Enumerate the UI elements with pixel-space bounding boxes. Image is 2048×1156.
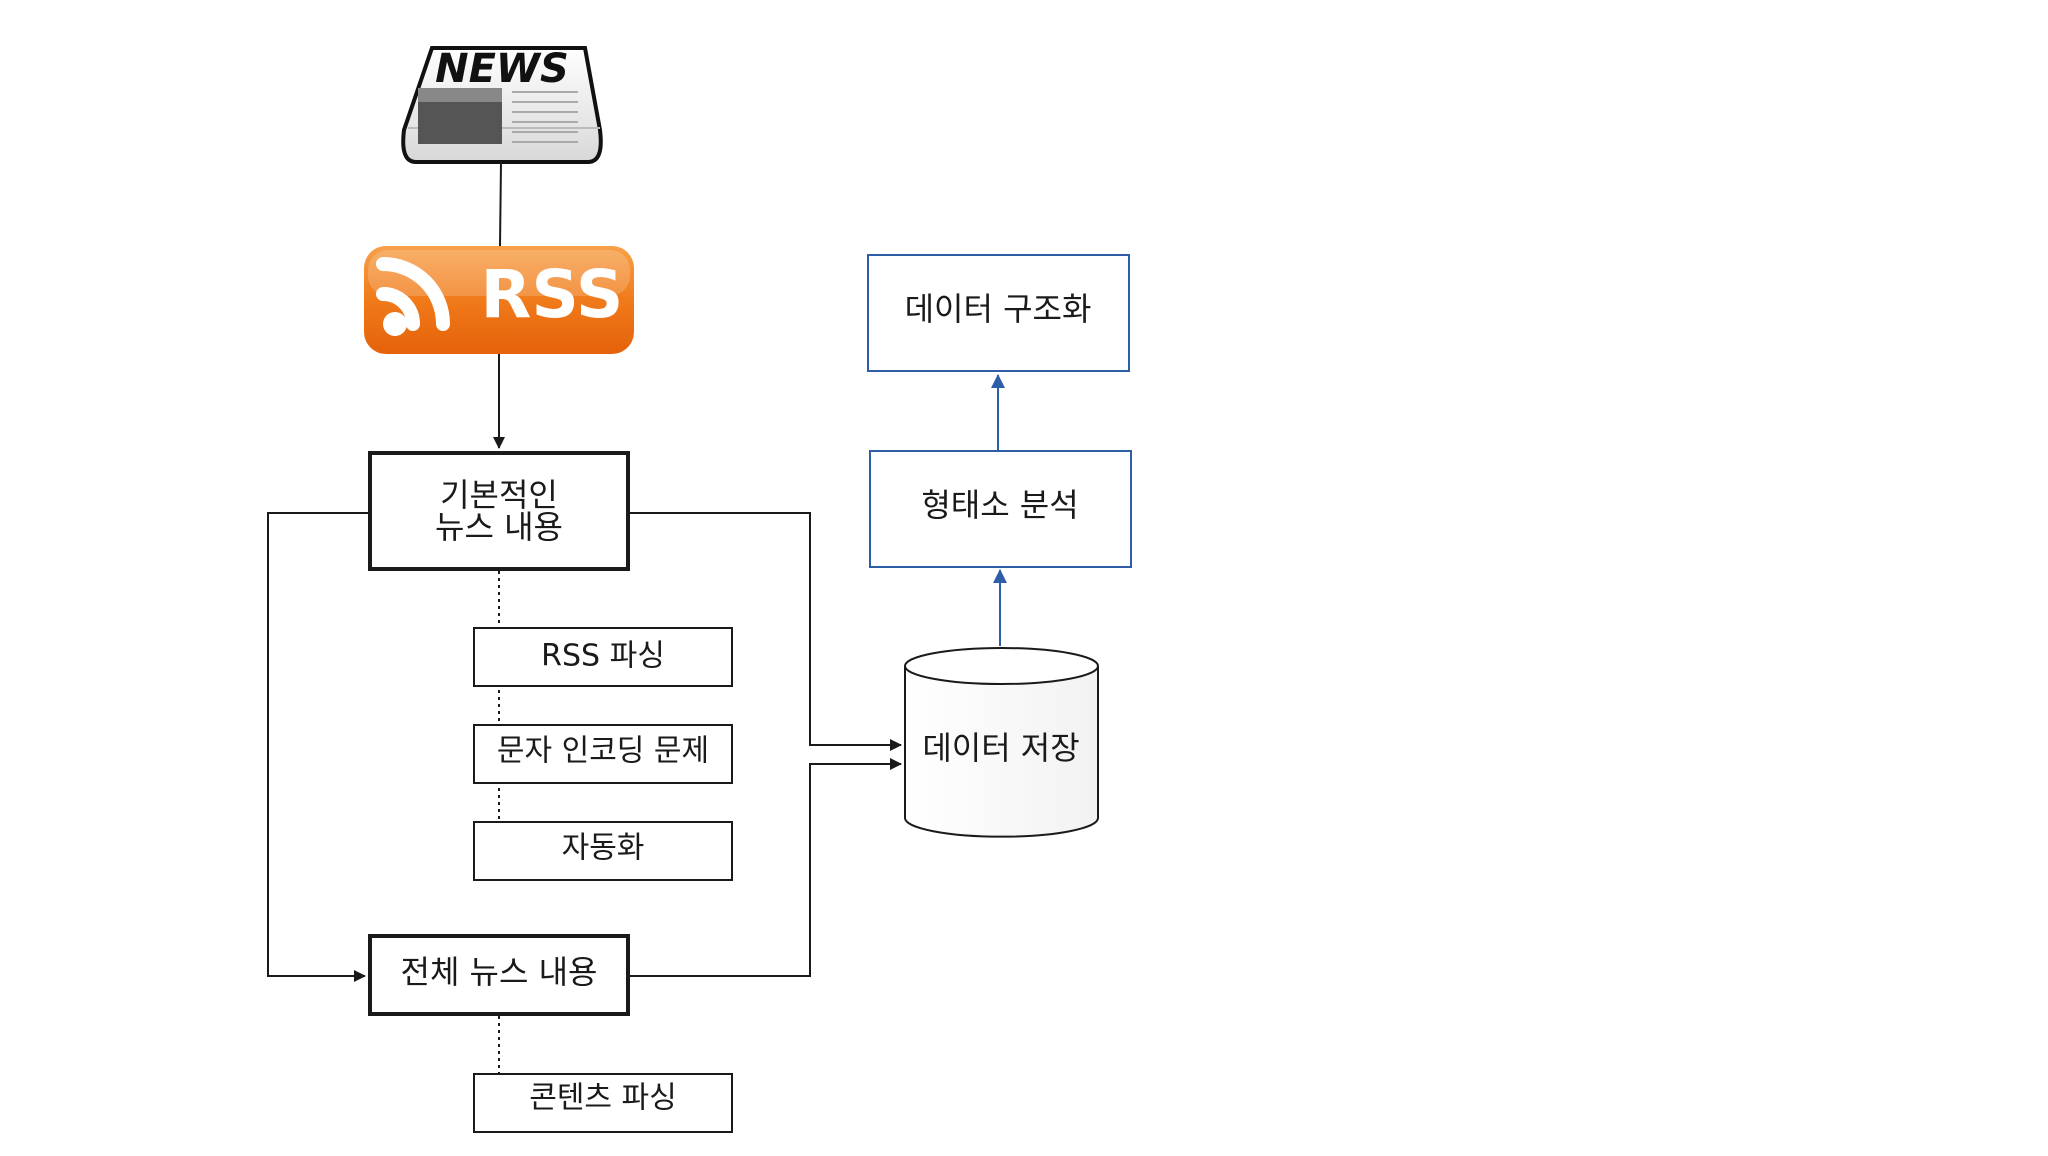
node-content-parsing-label: 콘텐츠 파싱 [529,1081,677,1116]
arrow-full-to-storage [628,758,902,977]
node-encoding-issue: 문자 인코딩 문제 [473,724,733,784]
node-data-storage: 데이터 저장 [904,647,1099,838]
arrow-basic-to-full [267,512,370,982]
news-icon: NEWS [401,46,603,164]
node-full-news-label: 전체 뉴스 내용 [401,953,598,991]
node-morph-analysis-label: 형태소 분석 [921,486,1078,524]
node-content-parsing: 콘텐츠 파싱 [473,1073,733,1133]
node-full-news: 전체 뉴스 내용 [368,934,630,1016]
node-basic-news-line2: 뉴스 내용 [435,508,563,546]
node-data-structuring: 데이터 구조화 [867,254,1130,372]
node-automation-label: 자동화 [562,831,645,866]
arrow-basic-to-storage [628,512,902,751]
node-data-structuring-label: 데이터 구조화 [905,290,1092,328]
node-encoding-issue-label: 문자 인코딩 문제 [497,734,709,769]
node-morph-analysis: 형태소 분석 [869,450,1132,568]
node-rss-parsing: RSS 파싱 [473,627,733,687]
node-rss-parsing-label: RSS 파싱 [541,639,665,674]
rss-badge: RSS [364,246,634,354]
connector-news-rss [499,161,502,247]
news-icon-label: NEWS [435,46,569,92]
rss-badge-label: RSS [481,256,624,333]
node-data-storage-label: 데이터 저장 [922,729,1079,767]
node-basic-news: 기본적인 뉴스 내용 [368,451,630,571]
node-basic-news-line1: 기본적인 [440,476,558,514]
rss-feed-icon [376,257,450,336]
node-automation: 자동화 [473,821,733,881]
